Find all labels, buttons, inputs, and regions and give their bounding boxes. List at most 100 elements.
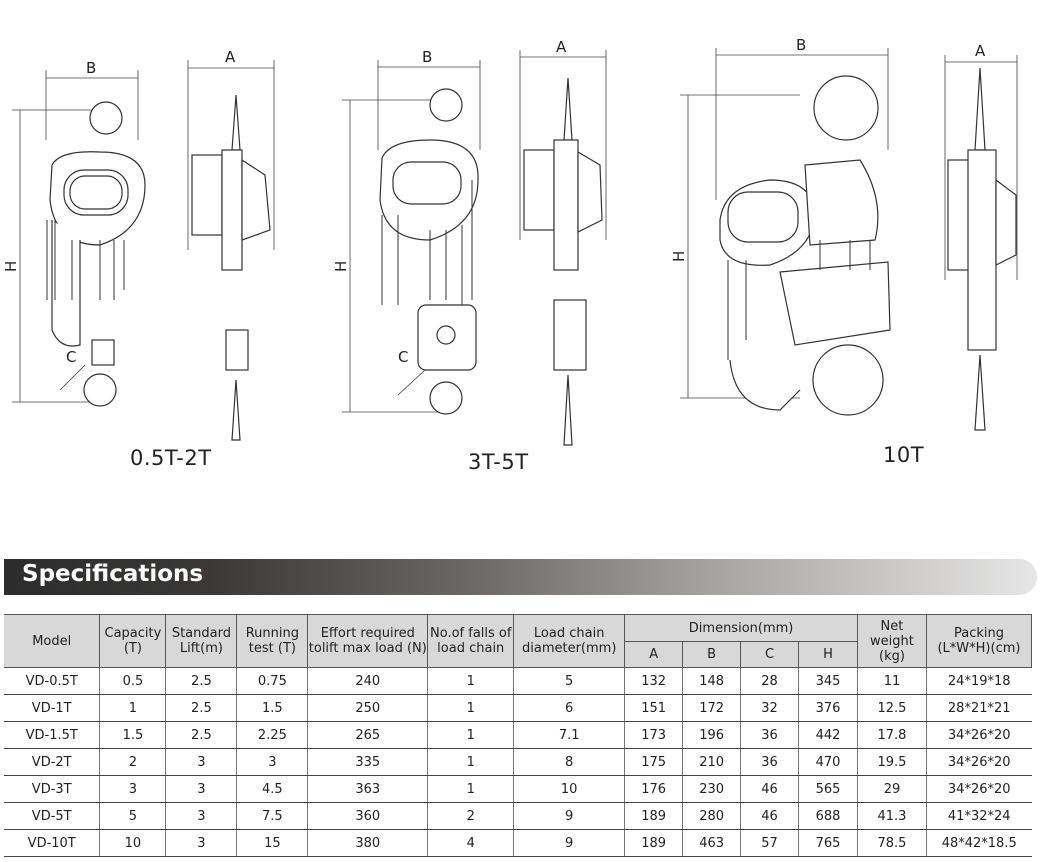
table-cell: 6 [513, 694, 625, 722]
table-cell: 2.25 [236, 721, 308, 749]
header-dim-b: B [682, 641, 742, 668]
table-cell: 196 [682, 721, 741, 749]
table-cell: 41*32*24 [925, 802, 1032, 830]
dim-label-a: A [975, 42, 986, 60]
dim-label-h: H [670, 251, 688, 262]
header-capacity: Capacity (T) [99, 614, 167, 668]
table-cell: 132 [624, 667, 683, 695]
table-cell: 17.8 [856, 721, 927, 749]
table-cell: 175 [624, 748, 683, 776]
table-cell: 4 [427, 829, 514, 857]
dim-label-c: C [66, 348, 76, 366]
header-running-test: Running test (T) [236, 614, 309, 668]
table-cell: 3 [99, 775, 166, 803]
table-cell: 463 [682, 829, 741, 857]
table-cell: 1 [427, 667, 514, 695]
table-cell: 36 [740, 721, 799, 749]
table-cell: 9 [513, 829, 625, 857]
table-cell: 0.75 [236, 667, 308, 695]
hoist-diagram-large-side: A [944, 42, 1018, 431]
dim-label-b: B [796, 36, 806, 54]
table-cell: 565 [798, 775, 858, 803]
table-cell: 41.3 [856, 802, 927, 830]
table-cell: 1 [99, 694, 166, 722]
table-cell: 28*21*21 [925, 694, 1032, 722]
section-title: Specifications [22, 561, 204, 587]
header-model: Model [4, 614, 101, 668]
table-cell: 1 [427, 694, 514, 722]
table-cell: 230 [682, 775, 741, 803]
header-dim-c: C [740, 641, 800, 668]
table-cell: 34*26*20 [925, 748, 1032, 776]
table-cell: 148 [682, 667, 741, 695]
header-dimension: Dimension(mm) [624, 614, 858, 642]
table-cell: 28 [740, 667, 799, 695]
table-cell: 1 [427, 721, 514, 749]
table-cell: 280 [682, 802, 741, 830]
header-effort: Effort required tolift max load (N) [307, 614, 429, 668]
header-dim-a: A [624, 641, 684, 668]
table-cell: 4.5 [236, 775, 308, 803]
dim-label-c: C [398, 348, 408, 366]
dim-label-h: H [332, 261, 350, 272]
table-cell: 7.1 [513, 721, 625, 749]
table-cell: 2 [99, 748, 166, 776]
table-cell: 24*19*18 [925, 667, 1032, 695]
dim-label-b: B [86, 59, 96, 77]
diagram-caption: 3T-5T [468, 450, 529, 474]
header-lift: Standard Lift(m) [165, 614, 238, 668]
table-cell: 48*42*18.5 [925, 829, 1032, 857]
table-cell: 19.5 [856, 748, 927, 776]
table-cell: VD-10T [4, 829, 100, 857]
table-cell: 9 [513, 802, 625, 830]
table-cell: 151 [624, 694, 683, 722]
header-chain-diameter: Load chain diameter(mm) [513, 614, 626, 668]
table-cell: 10 [513, 775, 625, 803]
table-cell: 5 [99, 802, 166, 830]
table-cell: 78.5 [856, 829, 927, 857]
table-cell: 189 [624, 802, 683, 830]
table-cell: VD-3T [4, 775, 100, 803]
table-cell: 3 [236, 748, 308, 776]
dim-label-a: A [225, 48, 236, 66]
table-cell: 1.5 [99, 721, 166, 749]
table-cell: 240 [307, 667, 428, 695]
table-cell: 189 [624, 829, 683, 857]
table-cell: 765 [798, 829, 858, 857]
table-cell: 360 [307, 802, 428, 830]
header-net-weight: Net weight (kg) [856, 614, 927, 668]
table-cell: 12.5 [856, 694, 927, 722]
table-cell: 3 [165, 775, 237, 803]
table-cell: 36 [740, 748, 799, 776]
section-header-bar: Specifications [4, 559, 1037, 595]
table-cell: 0.5 [99, 667, 166, 695]
table-cell: 172 [682, 694, 741, 722]
table-cell: 34*26*20 [925, 721, 1032, 749]
table-cell: 2.5 [165, 721, 237, 749]
table-cell: 2.5 [165, 694, 237, 722]
header-falls: No.of falls of load chain [427, 614, 515, 668]
header-dim-h: H [798, 641, 858, 668]
table-cell: 335 [307, 748, 428, 776]
table-cell: VD-2T [4, 748, 100, 776]
diagram-caption: 0.5T-2T [130, 446, 212, 470]
hoist-diagram-small-side: A [187, 48, 275, 441]
table-cell: VD-1.5T [4, 721, 100, 749]
table-cell: 10 [99, 829, 166, 857]
hoist-diagram-small-front: B H C [2, 59, 146, 407]
table-cell: 688 [798, 802, 858, 830]
table-cell: 34*26*20 [925, 775, 1032, 803]
table-cell: 57 [740, 829, 799, 857]
hoist-diagrams: B H C A [2, 36, 1018, 446]
table-cell: VD-1T [4, 694, 100, 722]
table-cell: 15 [236, 829, 308, 857]
header-packing: Packing (L*W*H)(cm) [925, 614, 1033, 668]
table-cell: 11 [856, 667, 927, 695]
table-cell: 176 [624, 775, 683, 803]
